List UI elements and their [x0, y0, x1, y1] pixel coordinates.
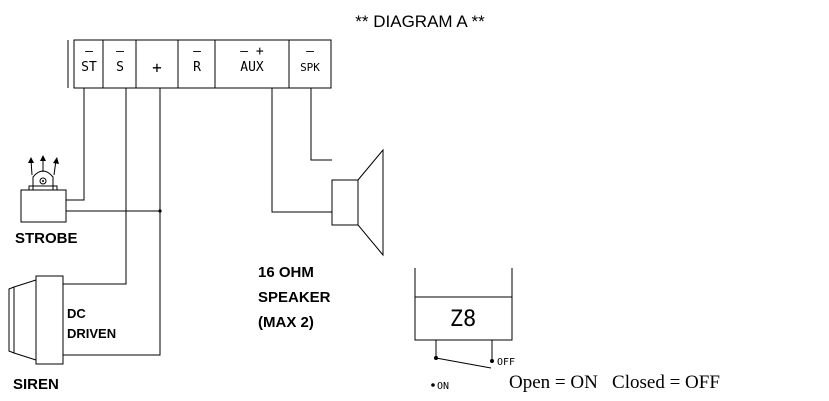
siren-icon	[8, 275, 64, 365]
positive-common-wire	[63, 88, 161, 356]
wires	[63, 88, 332, 356]
speaker-max-label: (MAX 2)	[258, 314, 314, 331]
siren-negative-wire	[63, 88, 127, 285]
siren-label: SIREN	[13, 376, 59, 393]
strobe-label: STROBE	[15, 230, 78, 247]
zone-switch: Z8 OFF ON	[414, 268, 515, 392]
zone-label: Z8	[450, 307, 477, 332]
terminal-st-label: ST	[81, 60, 97, 75]
terminal-s-label: S	[116, 60, 124, 75]
strobe-icon	[20, 155, 67, 223]
terminal-s-sign: —	[116, 44, 124, 59]
terminal-r-sign: —	[193, 44, 201, 59]
terminal-spk-sign: —	[306, 44, 314, 59]
switch-lever	[435, 357, 492, 369]
diagram-title: ** DIAGRAM A **	[355, 12, 485, 31]
terminal-aux-sign: — +	[240, 44, 264, 59]
switch-off-label: OFF	[497, 357, 515, 368]
terminal-r-label: R	[193, 60, 201, 75]
switch-on-dot	[431, 383, 435, 387]
switch-note: Open = ON Closed = OFF	[509, 372, 720, 393]
terminal-aux-label: AUX	[240, 60, 264, 75]
terminal-plus-label: +	[152, 58, 162, 77]
speaker-icon	[331, 148, 384, 257]
speaker-ohm-label: 16 OHM	[258, 264, 314, 281]
terminal-st-sign: —	[85, 44, 93, 59]
speaker-aux-wire	[271, 88, 332, 213]
strobe-negative-wire	[66, 88, 85, 201]
siren-dc-label: DC	[67, 306, 86, 321]
terminal-spk-label: SPK	[300, 61, 320, 74]
terminal-block: — ST — S + — R — + AUX — SPK	[67, 39, 332, 89]
switch-on-label: ON	[437, 381, 449, 392]
junction-dot	[158, 209, 162, 213]
speaker-label: SPEAKER	[258, 289, 331, 306]
siren-driven-label: DRIVEN	[67, 326, 116, 341]
speaker-spk-wire	[310, 88, 332, 161]
